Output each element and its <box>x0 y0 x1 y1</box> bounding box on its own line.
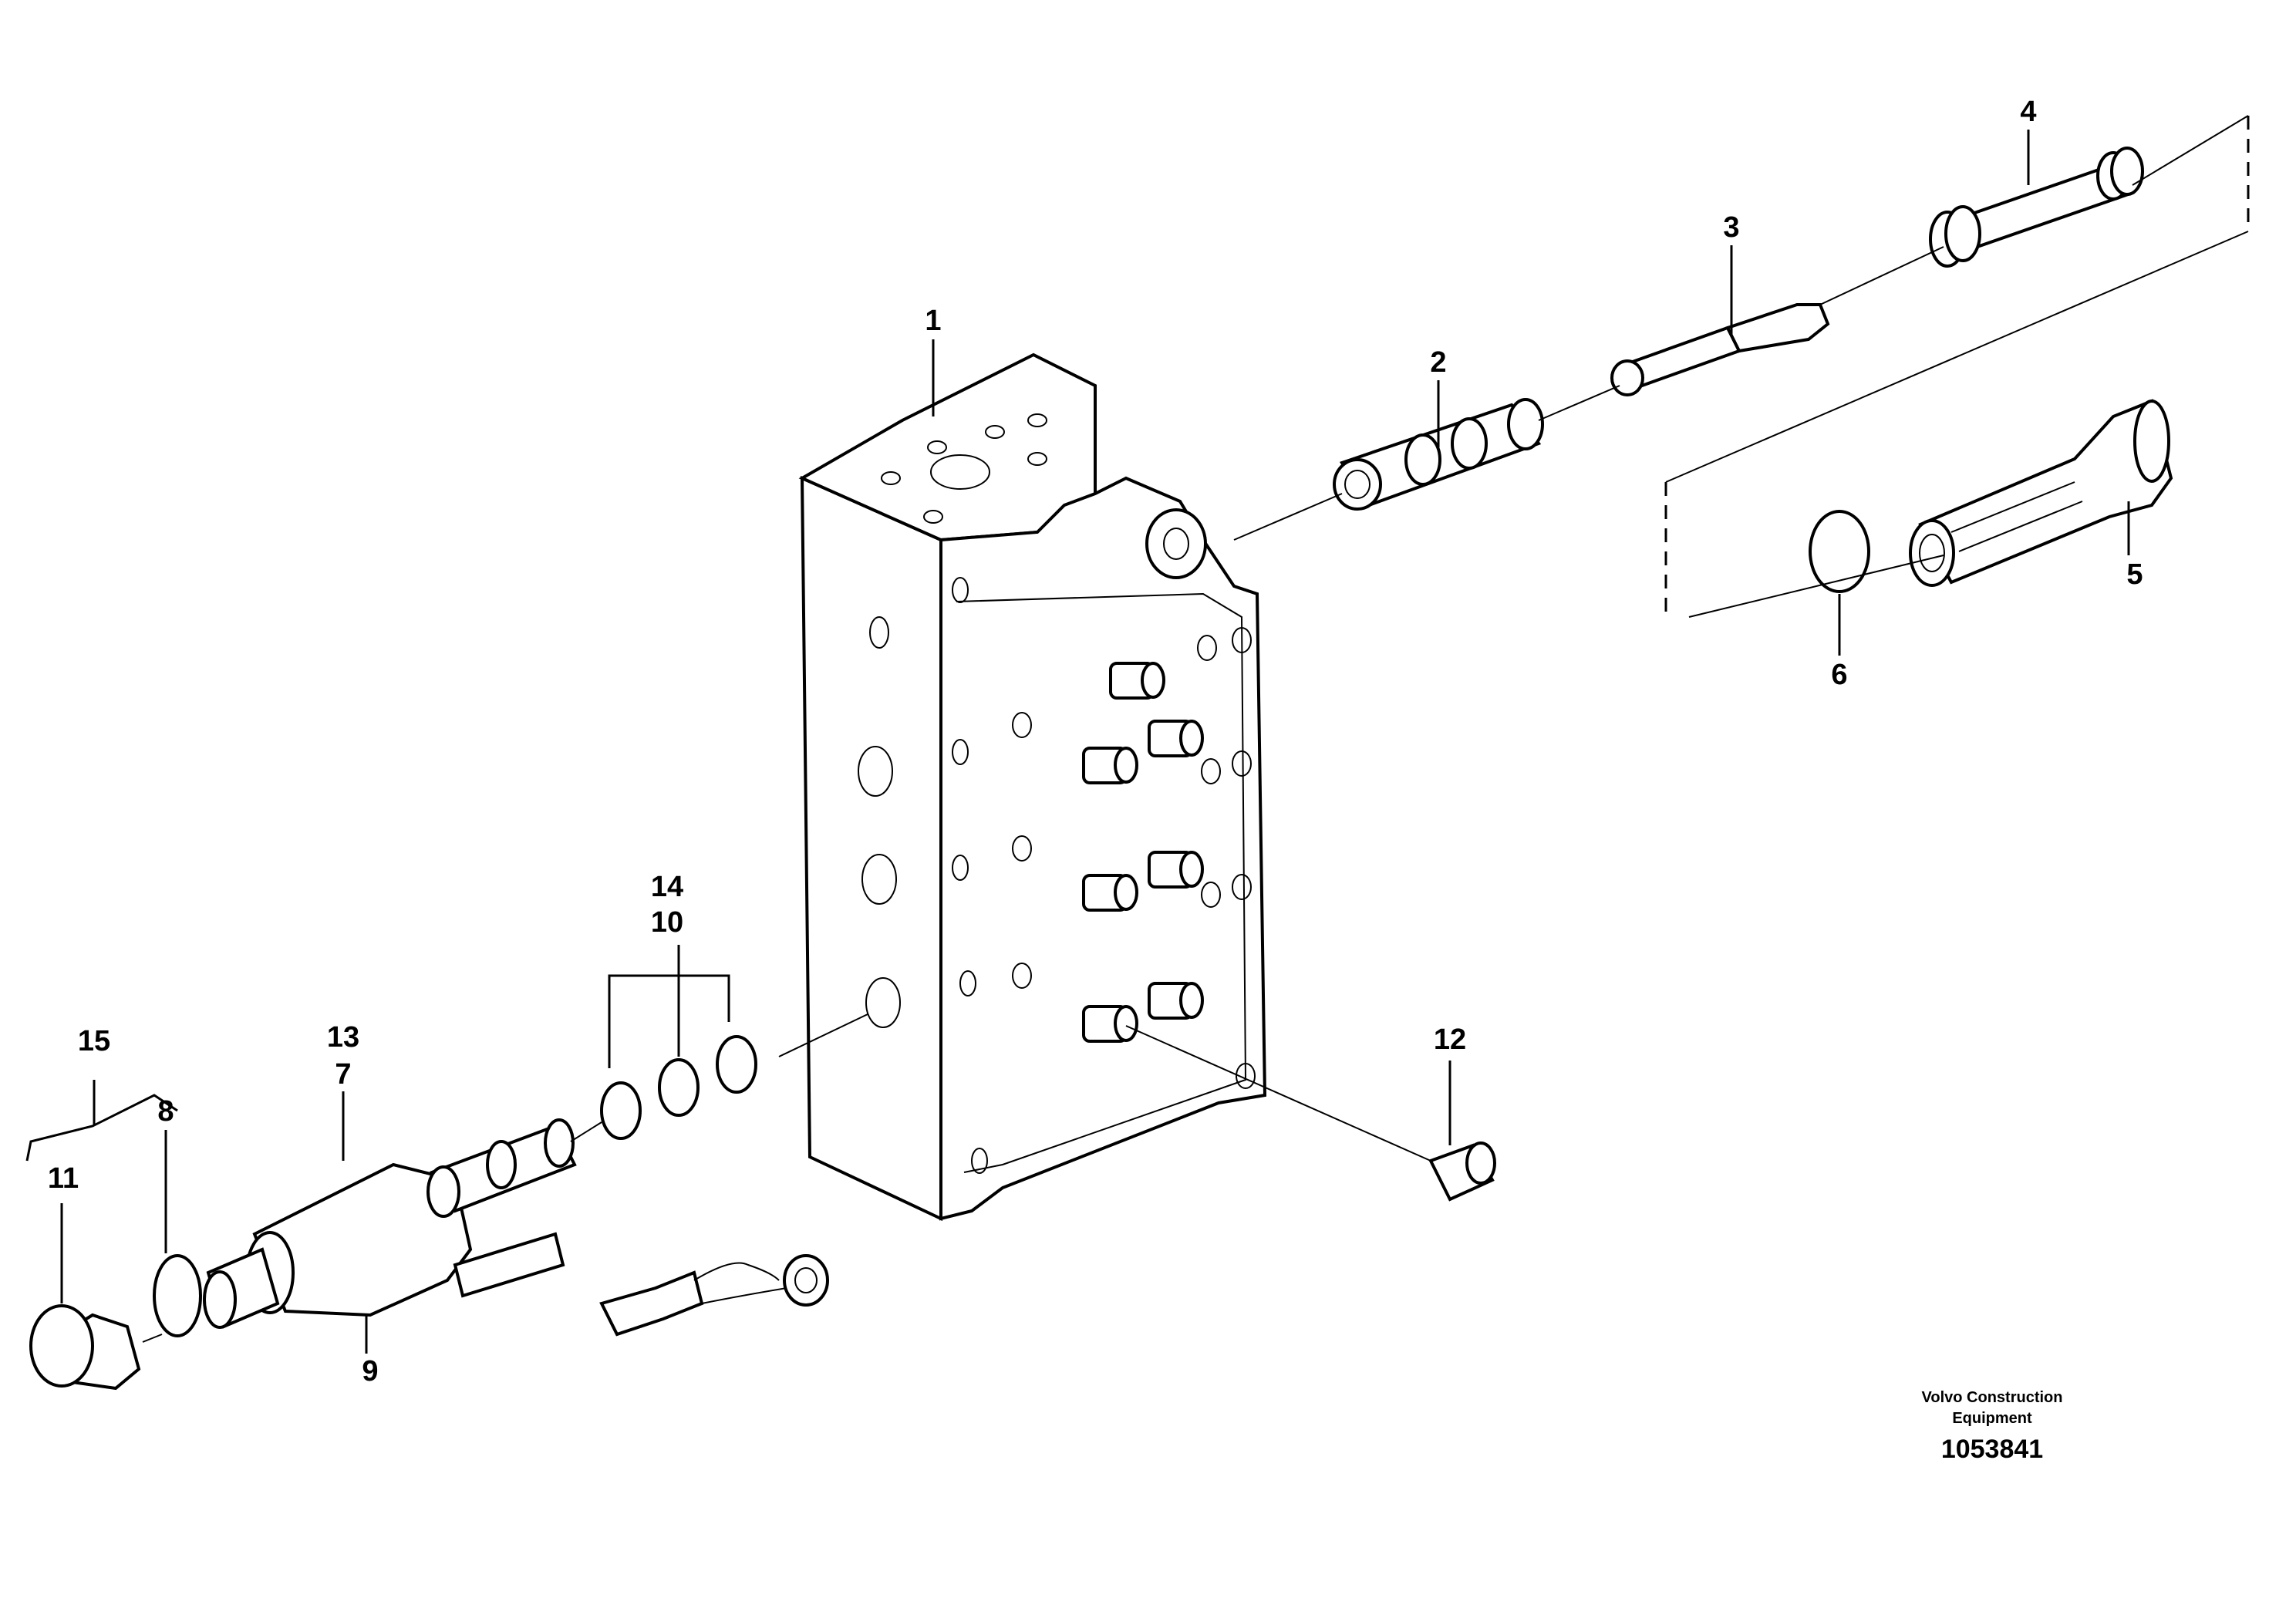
callout-4: 4 <box>2020 96 2036 128</box>
callout-11: 11 <box>48 1162 79 1195</box>
valve-spool <box>1333 398 1544 511</box>
callout-8: 8 <box>157 1095 174 1128</box>
callout-9: 9 <box>362 1355 378 1388</box>
callout-7: 7 <box>335 1058 351 1091</box>
callout-14: 14 <box>651 871 683 903</box>
footer-branding: Volvo Construction Equipment 1053841 <box>1922 1389 2063 1464</box>
callout-13: 13 <box>327 1021 359 1054</box>
spring-set <box>1929 147 2144 268</box>
callout-10: 10 <box>651 906 683 939</box>
callout-1: 1 <box>925 305 941 337</box>
cap-nut-11 <box>29 1304 141 1391</box>
callout-12: 12 <box>1434 1023 1466 1056</box>
callout-2: 2 <box>1430 346 1446 379</box>
callout-6: 6 <box>1831 659 1847 691</box>
callout-3: 3 <box>1723 211 1739 244</box>
o-ring-8 <box>153 1254 202 1337</box>
solenoid-valve <box>203 1118 829 1337</box>
solenoid-studs <box>1082 662 1204 1043</box>
plug-12 <box>1428 1141 1496 1202</box>
o-ring-6 <box>1809 510 1870 593</box>
callout-5: 5 <box>2126 558 2143 591</box>
callout-labels: 1 2 3 4 5 6 13 7 15 8 11 9 14 10 12 <box>48 96 2143 1388</box>
leader-lines <box>25 115 2250 1354</box>
valve-block-housing <box>798 352 1267 1222</box>
solenoid-plug <box>1909 399 2173 587</box>
document-number: 1053841 <box>1941 1435 2043 1464</box>
o-rings-10-14 <box>600 1035 757 1140</box>
plunger-pin <box>1610 303 1830 396</box>
callout-15: 15 <box>78 1025 110 1057</box>
brand-line-2: Equipment <box>1952 1410 2032 1427</box>
brand-line-1: Volvo Construction <box>1922 1389 2063 1406</box>
